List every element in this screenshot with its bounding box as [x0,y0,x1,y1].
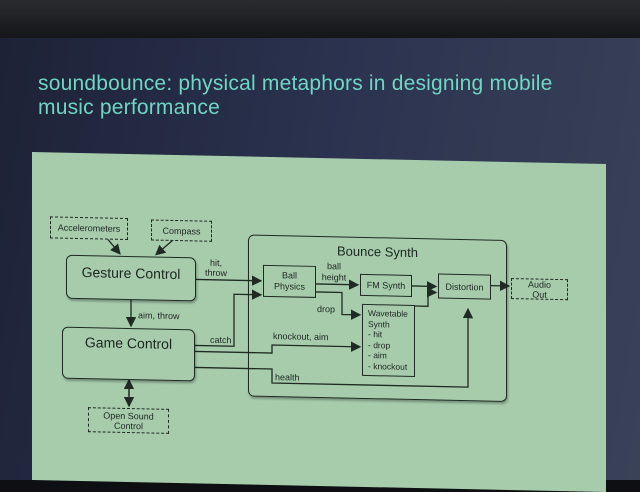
distortion-node: Distortion [438,273,491,300]
wavetable-item: - knockout [368,360,408,372]
open-sound-control-node: Open Sound Control [88,407,169,434]
audio-out-node: Audio Out [511,278,568,301]
edge-label-ball-height: ball height [321,261,347,283]
edge-label-aim-throw: aim, throw [138,310,180,322]
wavetable-item: - drop [368,339,391,351]
fm-synth-node: FM Synth [360,273,412,297]
edge-label-catch: catch [210,334,232,346]
ball-physics-node: Ball Physics [263,264,316,298]
edge-label-health: health [275,372,300,383]
wavetable-item: - hit [368,329,383,340]
wavetable-item: - aim [368,350,387,361]
edge-label-drop: drop [317,303,336,315]
wavetable-synth-label: Wavetable Synth [368,308,408,329]
gesture-control-node: Gesture Control [66,254,196,302]
ceiling [0,0,640,40]
diagram-connectors [107,239,511,408]
game-control-node: Game Control [62,326,195,382]
wavetable-synth-node: Wavetable Synth - hit - drop - aim - kno… [362,303,415,378]
slide-title: soundbounce: physical metaphors in desig… [38,72,553,119]
system-diagram: Accelerometers Compass Gesture Control G… [32,152,606,492]
edge-label-knockout-aim: knockout, aim [273,331,329,343]
edge-label-hit-throw: hit, throw [204,257,227,279]
accelerometers-node: Accelerometers [50,216,128,241]
compass-node: Compass [151,219,212,242]
